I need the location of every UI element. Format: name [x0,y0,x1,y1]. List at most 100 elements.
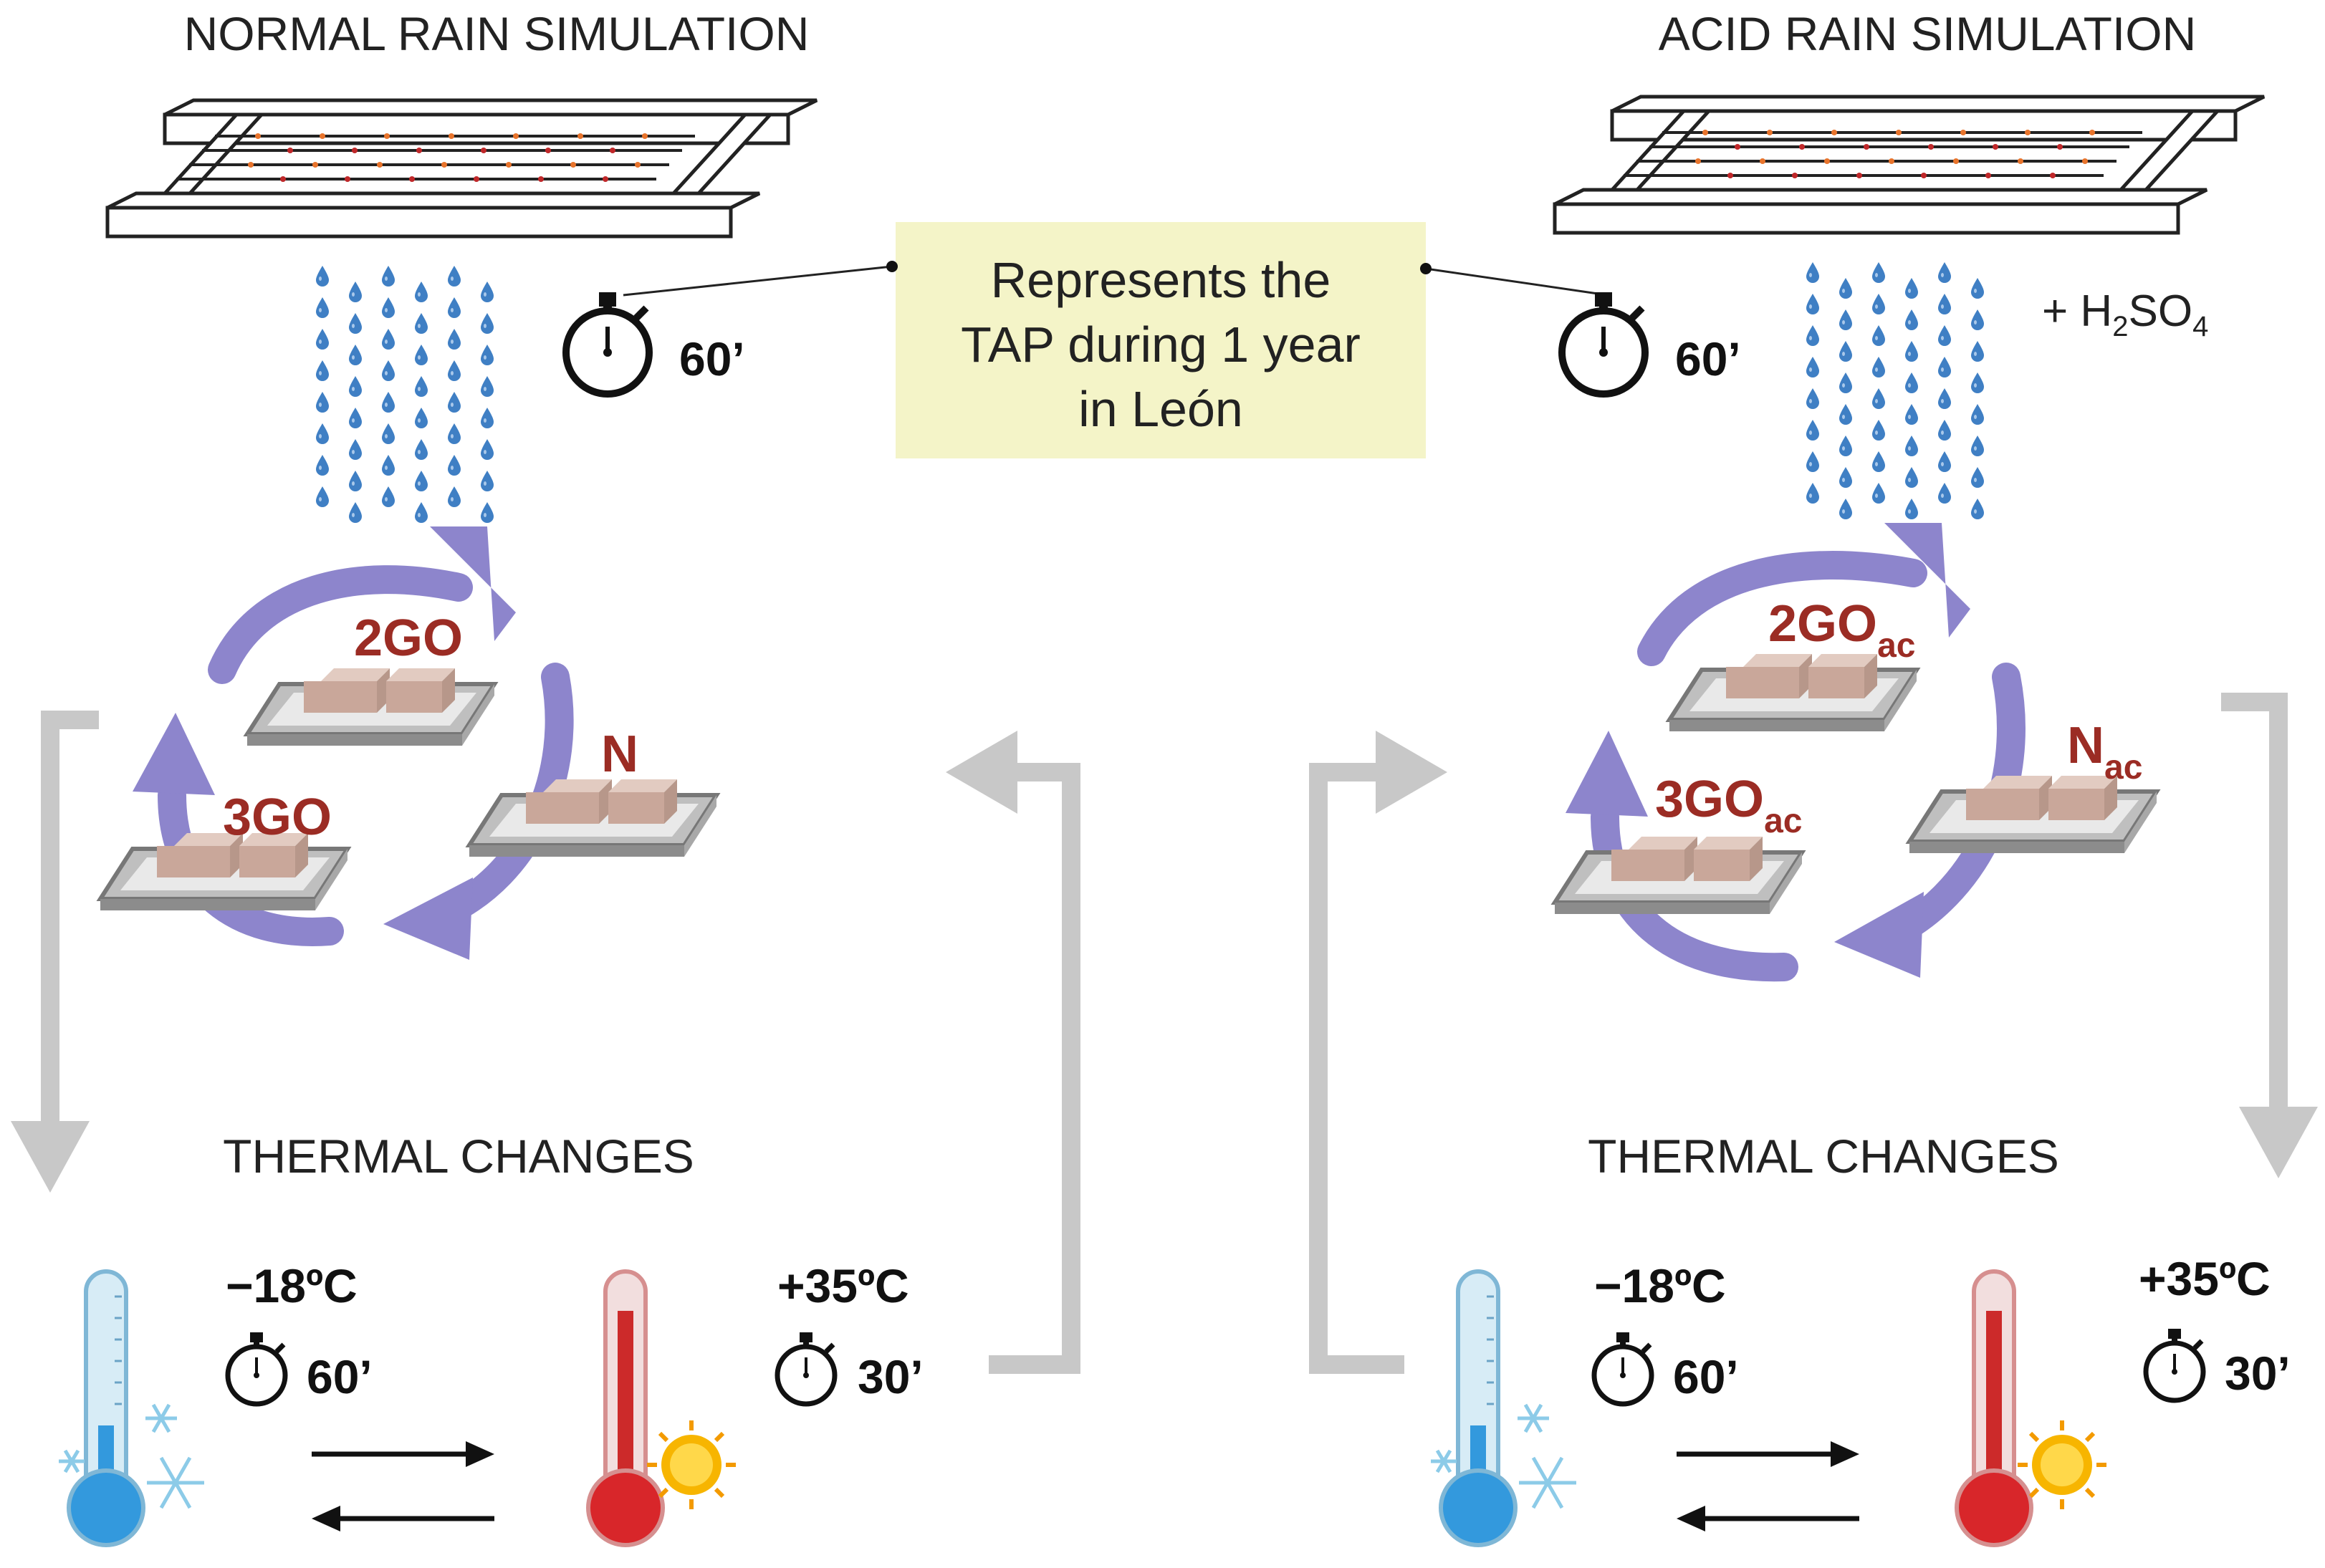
right-cold-stopwatch-icon [1594,1332,1652,1404]
rain-drop [1872,357,1885,377]
rain-drop [415,313,428,334]
left-flow-arrow-down [41,711,99,1121]
left-sun-icon [647,1420,736,1509]
rain-drop [349,376,362,397]
right-panel: ACID RAIN SIMULATION 60’ + H2SO4 [1309,7,2318,1547]
rain-drop [382,329,395,350]
rain-drop [1905,341,1918,362]
rain-drop [316,360,329,381]
rain-drop [1938,357,1951,377]
right-hot-temp: +35ºC [2139,1252,2271,1305]
rain-drop [316,266,329,287]
right-tray-2go [1669,654,1917,731]
left-rain-drops [316,266,494,523]
rain-drop [481,439,494,460]
rain-drop [1938,483,1951,504]
rain-drop [481,408,494,428]
rain-drop [1806,262,1819,283]
rain-drop [1806,388,1819,409]
right-hot-stopwatch-icon [2146,1329,2203,1400]
rain-drop [481,345,494,365]
left-cold-temp: −18ºC [226,1259,358,1312]
rain-drop [448,297,461,318]
left-cold-duration: 60’ [307,1350,373,1403]
rain-drop [316,455,329,476]
left-cold-thermometer-icon [67,1269,145,1547]
rain-drop [316,423,329,444]
right-sun-icon [2018,1420,2106,1509]
rain-drop [1872,325,1885,346]
rain-drop [481,313,494,334]
left-sample-2go: 2GO [354,610,463,667]
rain-drop [349,282,362,302]
rain-drop [1938,294,1951,314]
rain-drop [1872,483,1885,504]
rain-drop [1872,388,1885,409]
rain-drop [415,502,428,523]
left-hot-stopwatch-icon [777,1332,835,1404]
right-sample-3go: 3GOac [1655,771,1802,840]
rain-drop [415,376,428,397]
tap-note: Represents the TAP during 1 year in León [623,222,1598,458]
right-rain-duration: 60’ [1675,332,1741,385]
rain-drop [1839,278,1852,299]
rain-drop [1938,325,1951,346]
rain-drop [1839,404,1852,425]
rain-drop [448,423,461,444]
rain-drop [1905,372,1918,393]
rain-drop [1905,467,1918,488]
rain-drop [382,486,395,507]
rain-drop [1971,436,1984,456]
rain-drop [1905,309,1918,330]
right-sample-2go: 2GOac [1768,595,1915,665]
left-snowflake-icon [59,1403,204,1509]
right-tray-n [1909,776,2157,853]
rain-drop [1971,278,1984,299]
right-hot-duration: 30’ [2225,1347,2291,1400]
rain-drop [481,282,494,302]
rain-drop [448,360,461,381]
right-cold-thermometer-icon [1439,1269,1518,1547]
rain-drop [481,502,494,523]
right-rain-drops [1806,262,1984,519]
left-panel: NORMAL RAIN SIMULATION 60’ 2 [11,7,1080,1547]
right-cold-duration: 60’ [1673,1350,1739,1403]
rain-drop [382,455,395,476]
rain-drop [1839,436,1852,456]
rain-drop [1872,451,1885,472]
rain-drop [448,329,461,350]
rain-drop [1839,341,1852,362]
rain-drop [448,486,461,507]
rain-drop [316,392,329,413]
rain-drop [1806,294,1819,314]
rain-drop [349,313,362,334]
left-title: NORMAL RAIN SIMULATION [184,7,810,60]
rain-drop [1938,451,1951,472]
rain-drop [382,297,395,318]
left-sprinkler-rack [107,100,817,236]
rain-drop [448,392,461,413]
left-tray-2go [247,668,494,746]
rain-drop [1839,467,1852,488]
rain-drop [1905,278,1918,299]
rain-drop [1806,325,1819,346]
tap-note-line1: Represents the [991,252,1331,308]
left-flow-arrow-up [989,763,1080,1374]
rain-drop [316,297,329,318]
rain-drop [382,423,395,444]
right-additive: + H2SO4 [2042,287,2208,342]
rain-drop [382,266,395,287]
rain-drop [1971,404,1984,425]
rain-drop [1872,420,1885,441]
right-exchange-arrows [1677,1441,1859,1531]
right-sprinkler-rack [1555,97,2264,233]
right-title: ACID RAIN SIMULATION [1659,7,2197,60]
rain-drop [1905,499,1918,519]
rain-drop [1839,309,1852,330]
rain-drop [1806,451,1819,472]
right-hot-thermometer-icon [1955,1269,2033,1547]
rain-drop [1905,404,1918,425]
left-hot-temp: +35ºC [777,1259,909,1312]
rain-drop [349,502,362,523]
rain-drop [316,486,329,507]
